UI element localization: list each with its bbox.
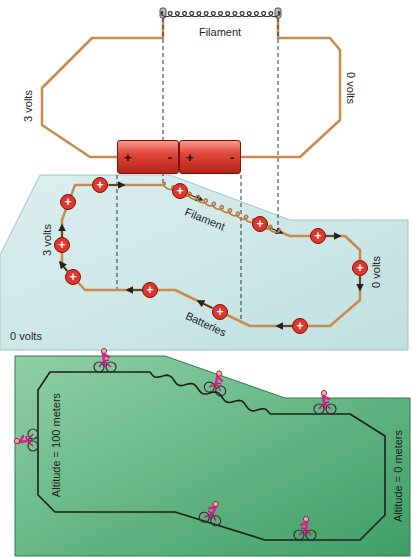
voltage-label: 0 volts [345, 72, 357, 104]
filament-coil [161, 12, 280, 17]
cyclist [314, 390, 336, 414]
plus-sign: + [356, 262, 363, 274]
altitude-label: Altitude = 100 meters [50, 393, 62, 497]
arrow [326, 235, 340, 236]
voltage-label: 0 volts [370, 256, 382, 288]
charge: + [65, 269, 81, 285]
wire [42, 16, 163, 157]
arrow [109, 184, 124, 185]
terrain [15, 356, 410, 556]
charge: + [172, 183, 188, 199]
minus-sign: - [168, 151, 172, 164]
battery: +- [179, 140, 241, 174]
charge: + [310, 228, 326, 244]
cyclists [14, 348, 336, 540]
plus-sign: + [314, 230, 321, 242]
charge: + [292, 318, 308, 334]
charge: + [54, 237, 70, 253]
charge: + [142, 282, 158, 298]
cyclist [14, 429, 38, 451]
voltage-label: 3 volts [22, 90, 34, 122]
cyclist [198, 498, 226, 527]
cyclist [94, 348, 116, 372]
voltage-label: 3 volts [41, 224, 53, 256]
top-wires [42, 16, 340, 157]
cyclist [294, 516, 316, 540]
plus-sign: + [96, 179, 103, 191]
charge: + [212, 304, 228, 320]
charge: + [352, 260, 368, 276]
plus-sign: + [124, 151, 132, 164]
bike-track [38, 372, 385, 540]
minus-sign: - [230, 151, 234, 164]
plus-sign: + [69, 271, 76, 283]
dashed-line [241, 175, 242, 322]
plus-sign: + [216, 306, 223, 318]
filament-label: Filament [199, 26, 241, 38]
filament-clips [160, 8, 281, 18]
dashed-line [117, 175, 118, 290]
arrow [359, 276, 360, 290]
voltage-label: 0 volts [10, 330, 42, 342]
charge: + [252, 216, 268, 232]
arrow [198, 301, 212, 308]
coils [150, 12, 280, 415]
plus-sign: + [58, 239, 65, 251]
arrow [127, 289, 142, 290]
arrow [60, 262, 67, 271]
plus-sign: + [186, 151, 194, 164]
filament-coil [164, 183, 280, 233]
wire [241, 16, 340, 157]
plus-sign: + [256, 218, 263, 230]
charge: + [60, 194, 76, 210]
arrow [61, 225, 62, 237]
voltage-plane [0, 175, 408, 350]
plus-sign: + [64, 196, 71, 208]
plus-sign: + [296, 320, 303, 332]
plus-sign: + [146, 284, 153, 296]
projection-lines [117, 18, 278, 322]
battery: +- [117, 140, 179, 174]
dashed-line [278, 18, 279, 231]
arrow [277, 325, 292, 326]
charge: + [92, 177, 108, 193]
altitude-label: Altitude = 0 meters [392, 430, 404, 522]
plus-sign: + [176, 185, 183, 197]
bumpy-track [150, 372, 270, 414]
